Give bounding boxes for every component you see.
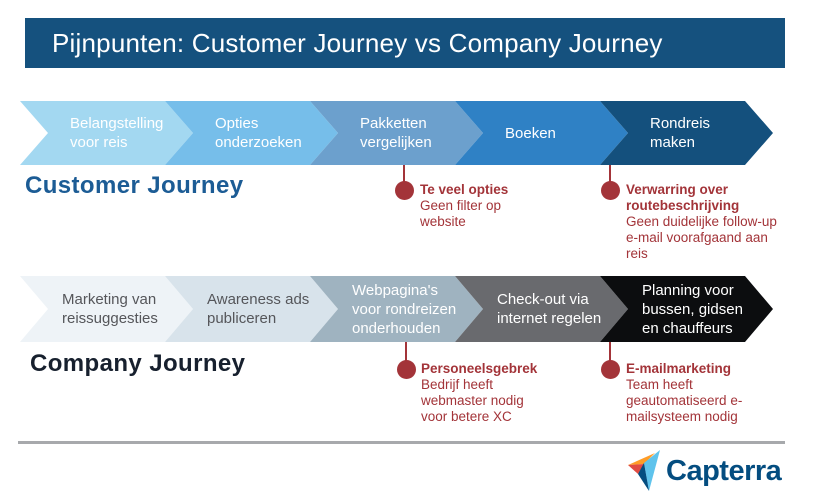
- pain-point-company-1: Personeelsgebrek Bedrijf heeft webmaster…: [421, 361, 553, 425]
- company-journey-label: Company Journey: [30, 350, 246, 377]
- pain-pin-stem: [405, 342, 407, 362]
- stage-label: Opties onderzoeken: [215, 115, 302, 151]
- pain-pin-stem: [609, 165, 611, 183]
- company-journey-band: Marketing van reissuggesties Awareness a…: [20, 276, 773, 342]
- capterra-logo: Capterra: [626, 450, 782, 492]
- pain-description: Team heeft geautomatiseerd e-mailsysteem…: [626, 377, 743, 424]
- pain-pin-dot: [601, 181, 620, 200]
- customer-stage-1: Belangstelling voor reis: [20, 101, 193, 165]
- pain-point-customer-1: Te veel opties Geen filter op website: [420, 182, 524, 230]
- stage-label: Rondreis maken: [650, 115, 711, 151]
- pain-pin-dot: [397, 360, 416, 379]
- customer-journey-band: Belangstelling voor reis Opties onderzoe…: [20, 101, 773, 165]
- pain-pin-dot: [601, 360, 620, 379]
- company-stage-3: Webpagina's voor rondreizen onderhouden: [310, 276, 483, 342]
- stage-label: Check-out via internet regelen: [497, 291, 602, 327]
- company-stage-1: Marketing van reissuggesties: [20, 276, 193, 342]
- pain-description: Geen filter op website: [420, 198, 502, 229]
- customer-stage-5: Rondreis maken: [600, 101, 773, 165]
- customer-stage-4: Boeken: [455, 101, 628, 165]
- customer-stage-2: Opties onderzoeken: [165, 101, 338, 165]
- pain-pin-dot: [395, 181, 414, 200]
- stage-label: Pakketten vergelijken: [360, 115, 432, 151]
- pain-title: E-mailmarketing: [626, 361, 732, 376]
- customer-journey-label: Customer Journey: [25, 172, 244, 199]
- customer-stage-3: Pakketten vergelijken: [310, 101, 483, 165]
- stage-label: Marketing van reissuggesties: [62, 291, 158, 327]
- header-bar: Pijnpunten: Customer Journey vs Company …: [25, 18, 785, 68]
- pain-description: Geen duidelijke follow-up e-mail voorafg…: [626, 214, 777, 261]
- pain-title: Verwarring over routebeschrijving: [626, 182, 740, 213]
- pain-pin-stem: [403, 165, 405, 183]
- pain-title: Te veel opties: [420, 182, 509, 197]
- pain-title: Personeelsgebrek: [421, 361, 538, 376]
- page-title: Pijnpunten: Customer Journey vs Company …: [52, 27, 663, 58]
- footer-divider: [18, 441, 785, 444]
- company-stage-2: Awareness ads publiceren: [165, 276, 338, 342]
- company-stage-4: Check-out via internet regelen: [455, 276, 628, 342]
- stage-label: Awareness ads publiceren: [207, 291, 310, 327]
- pain-pin-stem: [609, 342, 611, 362]
- pain-point-company-2: E-mailmarketing Team heeft geautomatisee…: [626, 361, 778, 425]
- stage-label: Planning voor bussen, gidsen en chauffeu…: [642, 281, 743, 337]
- stage-label: Webpagina's voor rondreizen onderhouden: [352, 281, 457, 337]
- pain-description: Bedrijf heeft webmaster nodig voor beter…: [421, 377, 524, 424]
- capterra-logo-icon: [628, 450, 660, 491]
- stage-label: Belangstelling voor reis: [70, 115, 164, 151]
- pain-point-customer-2: Verwarring over routebeschrijving Geen d…: [626, 182, 784, 262]
- capterra-wordmark: Capterra: [666, 454, 782, 487]
- company-stage-5: Planning voor bussen, gidsen en chauffeu…: [600, 276, 773, 342]
- stage-label: Boeken: [505, 124, 556, 142]
